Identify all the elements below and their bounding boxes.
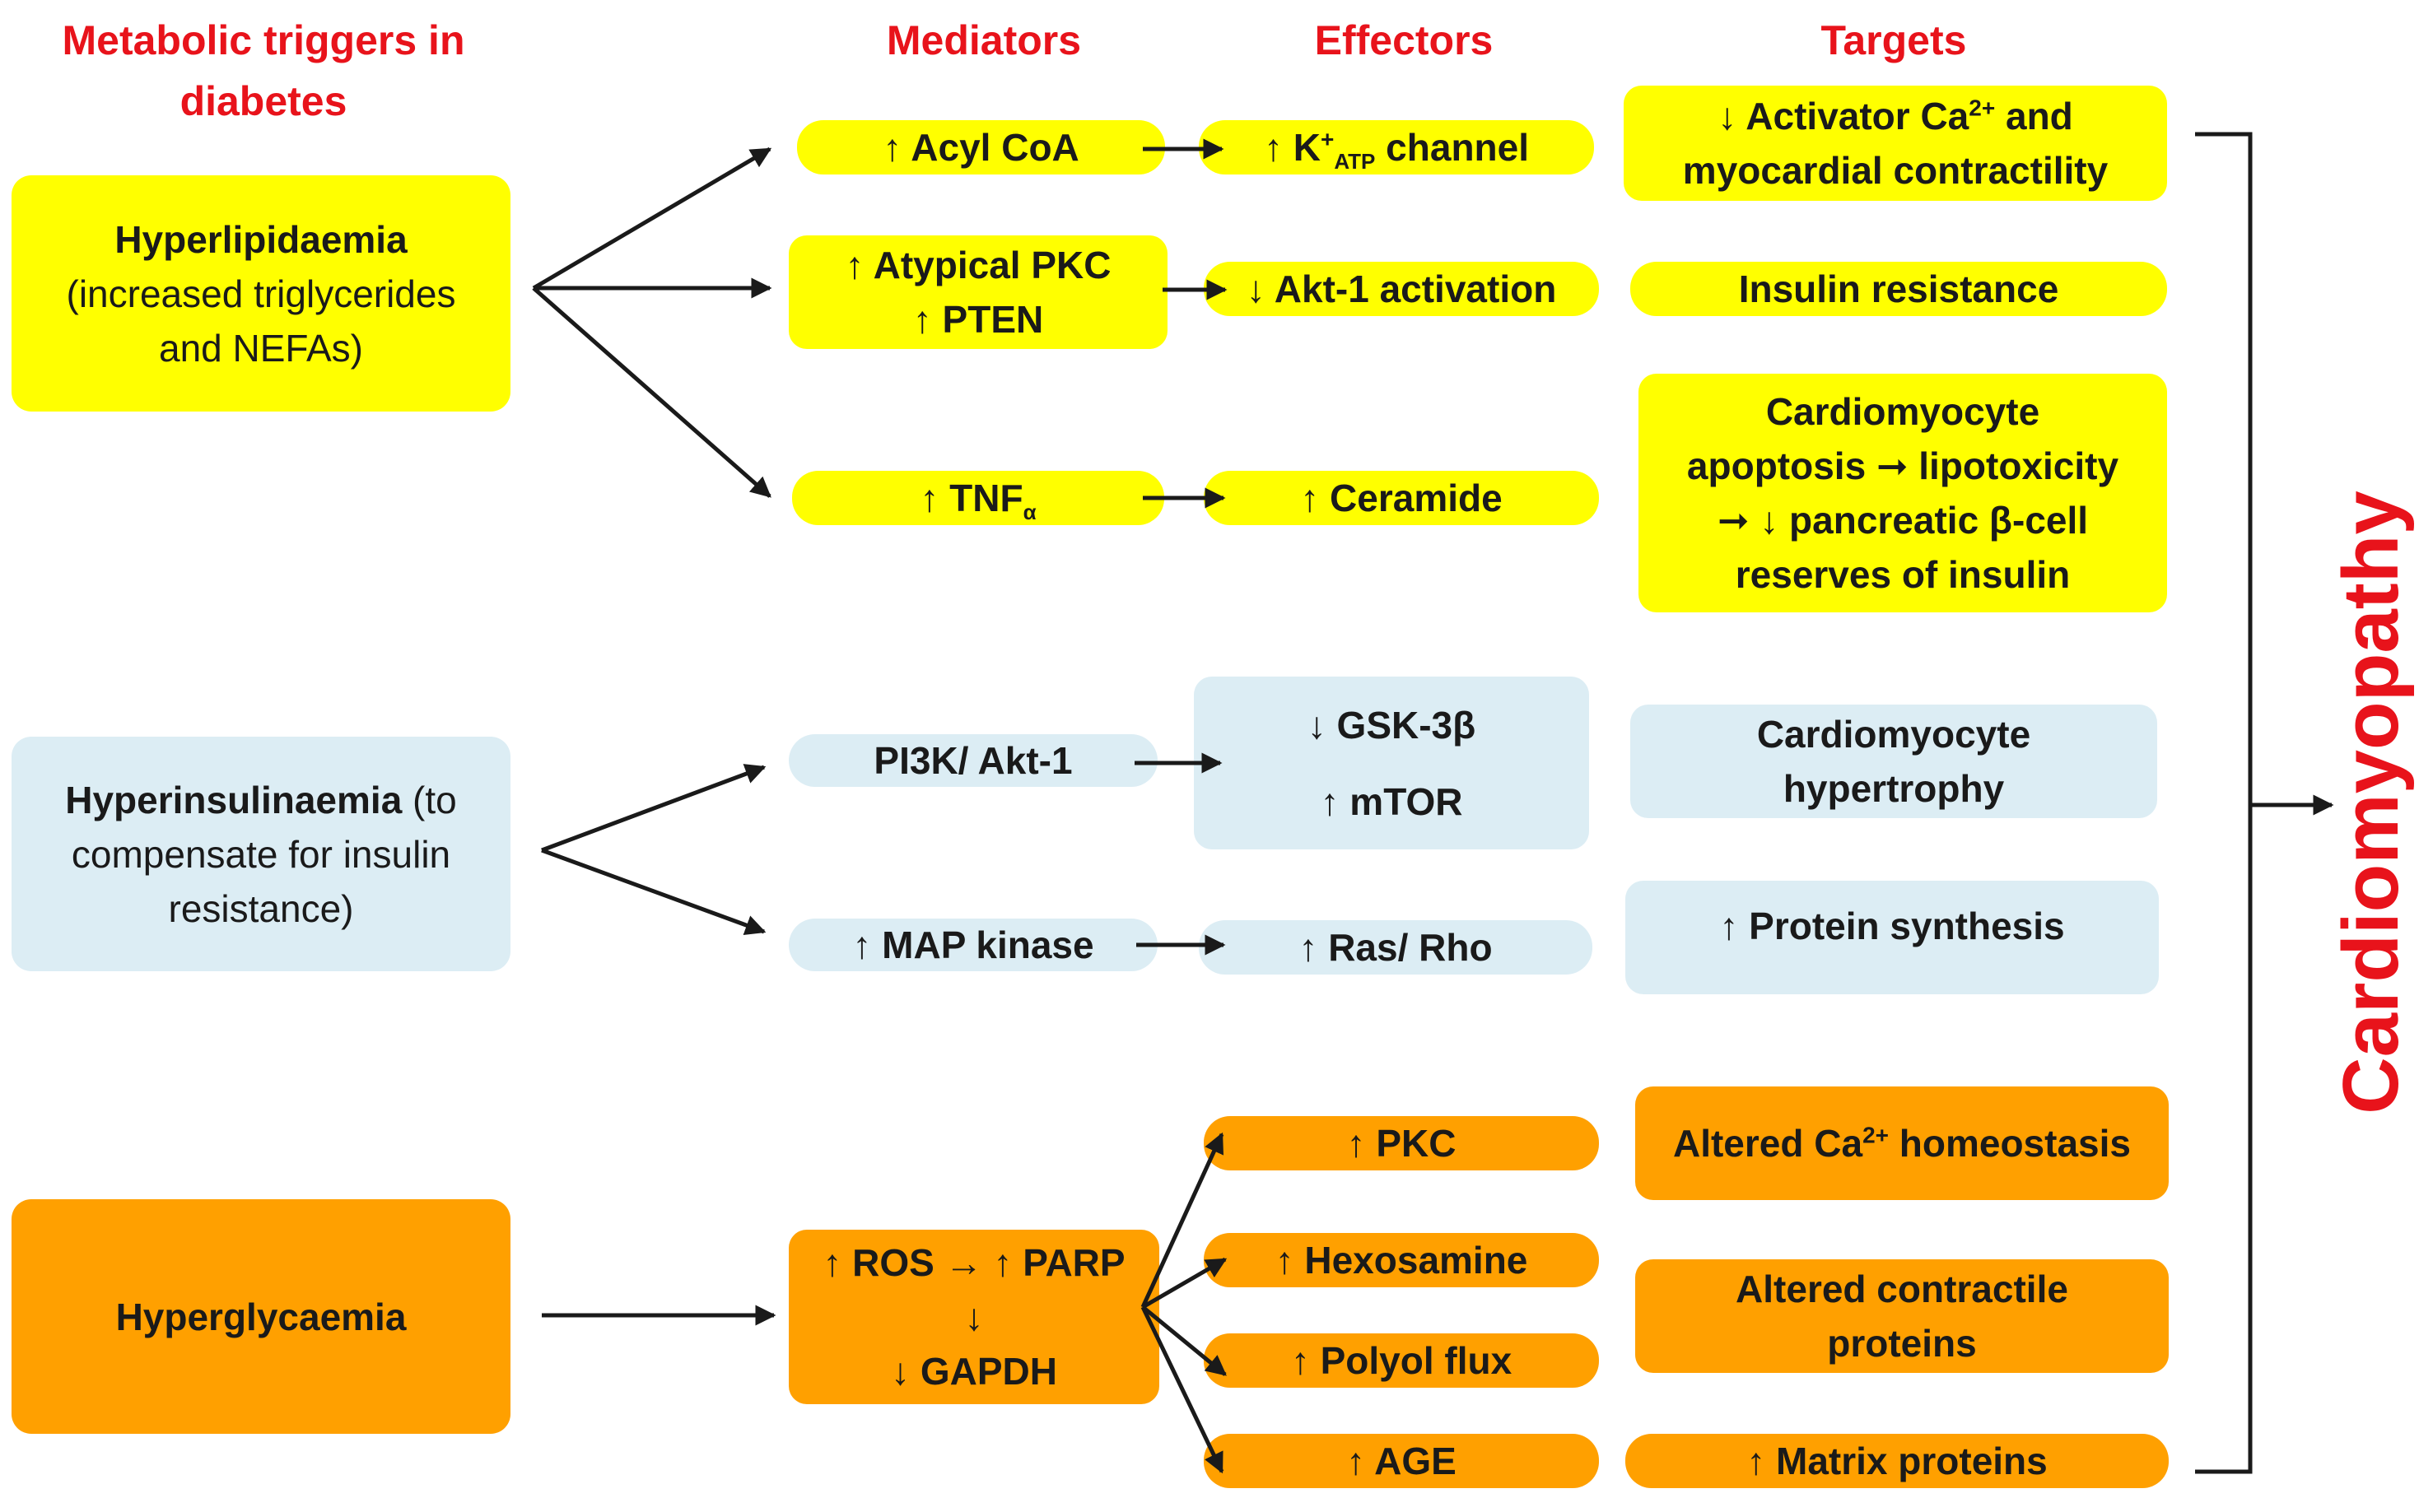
- target-ca-homeostasis-post: homeostasis: [1889, 1122, 2131, 1165]
- effector-katp-sup: +: [1320, 126, 1335, 152]
- arrow-lipid-to-acylcoa: [532, 147, 772, 291]
- target-activator-ca-post: and: [1995, 95, 2073, 137]
- target-ca-homeostasis: Altered Ca2+ homeostasis: [1635, 1086, 2169, 1200]
- target-activator-ca-line2: myocardial contractility: [1682, 149, 2109, 192]
- targets-bracket: [2195, 132, 2253, 1474]
- target-matrix-proteins: ↑ Matrix proteins: [1625, 1434, 2169, 1488]
- mediator-tnf-label: ↑ TNFα: [920, 471, 1036, 525]
- mediator-acyl-coa: ↑ Acyl CoA: [797, 120, 1165, 174]
- target-apoptosis-line3: ➞ ↓ pancreatic β-cell: [1717, 499, 2089, 542]
- effector-age: ↑ AGE: [1204, 1434, 1599, 1488]
- trigger-hyperinsulinaemia-title: Hyperinsulinaemia: [65, 778, 403, 821]
- target-apoptosis: Cardiomyocyte apoptosis ➞ lipotoxicity ➞…: [1638, 374, 2167, 612]
- arrow-ros-to-hexosamine: [1141, 1257, 1228, 1310]
- mediator-pkc-pten: ↑ Atypical PKC ↑ PTEN: [789, 235, 1168, 349]
- trigger-hyperlipidaemia-title: Hyperlipidaemia: [114, 217, 408, 261]
- effector-katp: ↑ K+ATP channel: [1199, 120, 1594, 174]
- target-ca-homeostasis-sup: 2+: [1862, 1122, 1889, 1148]
- trigger-hyperlipidaemia: Hyperlipidaemia (increased triglycerides…: [12, 175, 510, 412]
- effector-gsk-mtor: ↓ GSK-3β ↑ mTOR: [1194, 677, 1589, 849]
- arrow-ros-to-age: [1140, 1305, 1224, 1474]
- mediator-gapdh-label: ↓ GAPDH: [891, 1350, 1057, 1393]
- target-apoptosis-line2: apoptosis ➞ lipotoxicity: [1686, 444, 2119, 487]
- effector-katp-pre: ↑ K: [1263, 126, 1321, 169]
- mediator-acyl-coa-label: ↑ Acyl CoA: [883, 126, 1079, 169]
- mediator-ros-parp-label: ↑ ROS → ↑ PARP: [823, 1241, 1126, 1284]
- trigger-hyperinsulinaemia-inline: (to: [402, 778, 457, 821]
- target-protein-synthesis-label: ↑ Protein synthesis: [1719, 905, 2065, 947]
- effector-katp-sub: ATP: [1334, 149, 1376, 174]
- target-hypertrophy-line2: hypertrophy: [1783, 767, 2005, 810]
- target-ca-homeostasis-label: Altered Ca2+ homeostasis: [1673, 1116, 2131, 1170]
- trigger-hyperinsulinaemia-line1: Hyperinsulinaemia (to: [65, 773, 457, 827]
- trigger-hyperlipidaemia-text2: and NEFAs): [159, 326, 363, 370]
- target-activator-ca-sup: 2+: [1969, 95, 1996, 121]
- target-hypertrophy-line1: Cardiomyocyte: [1756, 713, 2031, 756]
- target-insulin-resistance: Insulin resistance: [1630, 262, 2167, 316]
- effector-pkc: ↑ PKC: [1204, 1116, 1599, 1170]
- effector-gsk3b-label: ↓ GSK-3β: [1307, 703, 1476, 747]
- effector-hexosamine: ↑ Hexosamine: [1204, 1233, 1599, 1287]
- mediator-pten-label: ↑ PTEN: [912, 298, 1044, 341]
- effector-katp-label: ↑ K+ATP channel: [1264, 120, 1529, 174]
- arrow-lipid-to-tnf: [532, 286, 771, 498]
- header-triggers-line2: diabetes: [179, 78, 347, 124]
- effector-akt1-label: ↓ Akt-1 activation: [1246, 268, 1557, 310]
- target-activator-ca: ↓ Activator Ca2+ and myocardial contract…: [1624, 86, 2167, 201]
- effector-pkc-label: ↑ PKC: [1346, 1122, 1457, 1165]
- effector-ceramide-label: ↑ Ceramide: [1300, 477, 1503, 519]
- trigger-hyperinsulinaemia: Hyperinsulinaemia (to compensate for ins…: [12, 737, 510, 971]
- mediator-ros-parp: ↑ ROS → ↑ PARP ↓ ↓ GAPDH: [789, 1230, 1159, 1404]
- header-mediators: Mediators: [886, 17, 1082, 63]
- trigger-hyperglycaemia-title: Hyperglycaemia: [115, 1295, 407, 1338]
- target-contractile-line2: proteins: [1827, 1322, 1977, 1365]
- mediator-map-kinase: ↑ MAP kinase: [789, 919, 1158, 971]
- header-targets: Targets: [1820, 17, 1967, 63]
- target-insulin-resistance-label: Insulin resistance: [1738, 268, 2059, 310]
- header-effectors: Effectors: [1314, 17, 1494, 63]
- header-triggers: Metabolic triggers in diabetes: [0, 10, 527, 132]
- target-contractile: Altered contractile proteins: [1635, 1259, 2169, 1373]
- arrow-ros-to-pkc: [1140, 1132, 1224, 1309]
- arrow-ros-to-polyol: [1141, 1305, 1227, 1376]
- arrow-insulin-to-pi3k: [541, 764, 767, 853]
- mediator-tnf-sub: α: [1023, 500, 1037, 525]
- mediator-atypical-pkc-label: ↑ Atypical PKC: [845, 244, 1112, 286]
- effector-ceramide: ↑ Ceramide: [1204, 471, 1599, 525]
- effector-polyol: ↑ Polyol flux: [1204, 1333, 1599, 1388]
- effector-hexosamine-label: ↑ Hexosamine: [1275, 1239, 1528, 1282]
- outcome-cardiomyopathy: Cardiomyopathy: [2327, 491, 2415, 1114]
- arrow-insulin-to-map: [541, 848, 767, 935]
- effector-akt1: ↓ Akt-1 activation: [1204, 262, 1599, 316]
- effector-polyol-label: ↑ Polyol flux: [1290, 1339, 1512, 1382]
- target-activator-ca-pre: ↓ Activator Ca: [1718, 95, 1969, 137]
- target-activator-ca-line1: ↓ Activator Ca2+ and: [1718, 89, 2073, 143]
- trigger-hyperglycaemia: Hyperglycaemia: [12, 1199, 510, 1434]
- mediator-tnf-main: ↑ TNF: [920, 477, 1023, 519]
- mediator-tnf: ↑ TNFα: [792, 471, 1164, 525]
- target-hypertrophy: Cardiomyocyte hypertrophy: [1630, 705, 2157, 818]
- trigger-hyperlipidaemia-text1: (increased triglycerides: [66, 272, 456, 315]
- mediator-down-arrow-label: ↓: [964, 1296, 984, 1338]
- mediator-pi3k: PI3K/ Akt-1: [789, 734, 1158, 787]
- target-matrix-proteins-label: ↑ Matrix proteins: [1746, 1440, 2048, 1482]
- target-ca-homeostasis-pre: Altered Ca: [1672, 1122, 1863, 1165]
- header-triggers-line1: Metabolic triggers in: [62, 17, 465, 63]
- effector-ras-rho: ↑ Ras/ Rho: [1199, 920, 1592, 975]
- mediator-map-kinase-label: ↑ MAP kinase: [852, 923, 1094, 966]
- trigger-hyperinsulinaemia-text2: resistance): [168, 886, 354, 930]
- trigger-hyperinsulinaemia-text1: compensate for insulin: [71, 832, 451, 876]
- mediator-pi3k-label: PI3K/ Akt-1: [874, 739, 1073, 782]
- effector-katp-post: channel: [1375, 126, 1530, 169]
- effector-age-label: ↑ AGE: [1346, 1440, 1457, 1482]
- effector-ras-rho-label: ↑ Ras/ Rho: [1298, 926, 1493, 969]
- target-protein-synthesis: ↑ Protein synthesis: [1625, 881, 2159, 994]
- target-contractile-line1: Altered contractile: [1736, 1268, 2068, 1310]
- effector-mtor-label: ↑ mTOR: [1320, 779, 1463, 823]
- target-apoptosis-line4: reserves of insulin: [1735, 553, 2071, 596]
- target-apoptosis-line1: Cardiomyocyte: [1765, 390, 2040, 433]
